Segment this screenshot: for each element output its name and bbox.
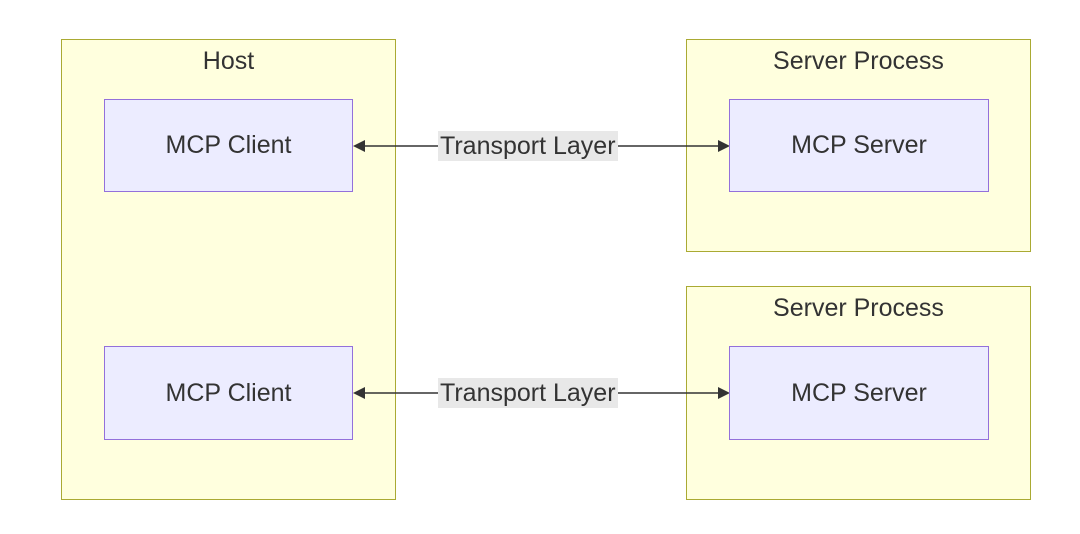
host-title: Host — [202, 47, 255, 75]
mcp-server-label-2: MCP Server — [791, 378, 927, 407]
mcp-client-label-1: MCP Client — [165, 131, 292, 159]
mcp-client-label-2: MCP Client — [165, 378, 292, 407]
mcp-server-node-2[interactable]: MCP Server — [729, 346, 989, 440]
transport-layer-label-2: Transport Layer — [438, 378, 618, 408]
mcp-server-node-1[interactable]: MCP Server — [729, 99, 989, 192]
mcp-server-label-1: MCP Server — [791, 131, 927, 159]
mcp-client-node-2[interactable]: MCP Client — [104, 346, 353, 440]
transport-layer-label-1: Transport Layer — [438, 131, 618, 161]
server-process-title-2: Server Process — [773, 294, 944, 322]
server-process-title-1: Server Process — [773, 47, 944, 75]
mcp-client-node-1[interactable]: MCP Client — [104, 99, 353, 192]
